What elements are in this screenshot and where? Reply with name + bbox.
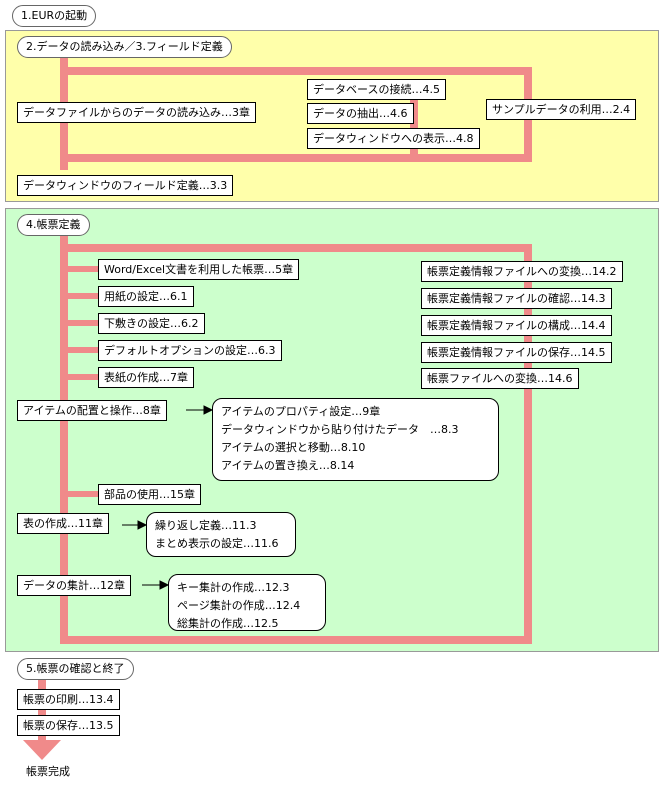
flow-connector [64,266,98,272]
flow-connector [64,347,98,353]
box-convert-form-file: 帳票ファイルへの変換…14.6 [421,368,579,389]
step-confirm-finish: 5.帳票の確認と終了 [17,658,134,680]
item-detail: アイテムの選択と移動…8.10 [221,441,366,454]
flow-bar [60,636,532,644]
aggregate-detail: ページ集計の作成…12.4 [177,599,301,612]
box-cover: 表紙の作成…7章 [98,367,194,388]
box-sample: サンプルデータの利用…2.4 [486,99,637,120]
box-read-file: データファイルからのデータの読み込み…3章 [17,102,256,123]
flow-bar [410,88,418,158]
box-save-def-file: 帳票定義情報ファイルの保存…14.5 [421,342,612,363]
item-detail: アイテムの置き換え…8.14 [221,459,355,472]
step-eur-start: 1.EURの起動 [12,5,97,27]
box-word-excel: Word/Excel文書を利用した帳票…5章 [98,259,300,280]
box-structure-def-file: 帳票定義情報ファイルの構成…14.4 [421,315,612,336]
box-aggregate: データの集計…12章 [17,575,131,596]
item-detail: アイテムのプロパティ設定…9章 [221,405,381,418]
box-display: データウィンドウへの表示…4.8 [307,128,480,149]
box-print: 帳票の印刷…13.4 [17,689,120,710]
box-extract: データの抽出…4.6 [307,103,414,124]
box-default-option: デフォルトオプションの設定…6.3 [98,340,282,361]
box-aggregate-details: キー集計の作成…12.3 ページ集計の作成…12.4 総集計の作成…12.5 [168,574,326,631]
aggregate-detail: 総集計の作成…12.5 [177,617,279,630]
box-save: 帳票の保存…13.5 [17,715,120,736]
box-convert-def-file: 帳票定義情報ファイルへの変換…14.2 [421,261,623,282]
final-label: 帳票完成 [26,765,70,778]
box-table: 表の作成…11章 [17,513,109,534]
aggregate-detail: キー集計の作成…12.3 [177,581,290,594]
flow-bar [60,244,532,252]
section-data-read-title: 2.データの読み込み／3.フィールド定義 [17,36,232,58]
flow-connector [64,374,98,380]
flow-connector [64,293,98,299]
flow-bar [60,67,532,75]
box-paper-setting: 用紙の設定…6.1 [98,286,194,307]
box-table-details: 繰り返し定義…11.3 まとめ表示の設定…11.6 [146,512,296,557]
box-underlay-setting: 下敷きの設定…6.2 [98,313,205,334]
box-parts: 部品の使用…15章 [98,484,201,505]
box-item-arrange: アイテムの配置と操作…8章 [17,400,167,421]
table-detail: 繰り返し定義…11.3 [155,519,257,532]
table-detail: まとめ表示の設定…11.6 [155,537,279,550]
box-check-def-file: 帳票定義情報ファイルの確認…14.3 [421,288,612,309]
flow-connector [64,320,98,326]
flow-bar [524,244,532,644]
flow-connector [64,491,98,497]
item-detail: データウィンドウから貼り付けたデータ …8.3 [221,423,459,436]
flow-bar [60,236,68,642]
box-db-connect: データベースの接続…4.5 [307,79,446,100]
box-item-details: アイテムのプロパティ設定…9章 データウィンドウから貼り付けたデータ …8.3 … [212,398,499,481]
flow-bar [60,154,532,162]
box-field-def: データウィンドウのフィールド定義…3.3 [17,175,234,196]
section-form-def-title: 4.帳票定義 [17,214,90,236]
